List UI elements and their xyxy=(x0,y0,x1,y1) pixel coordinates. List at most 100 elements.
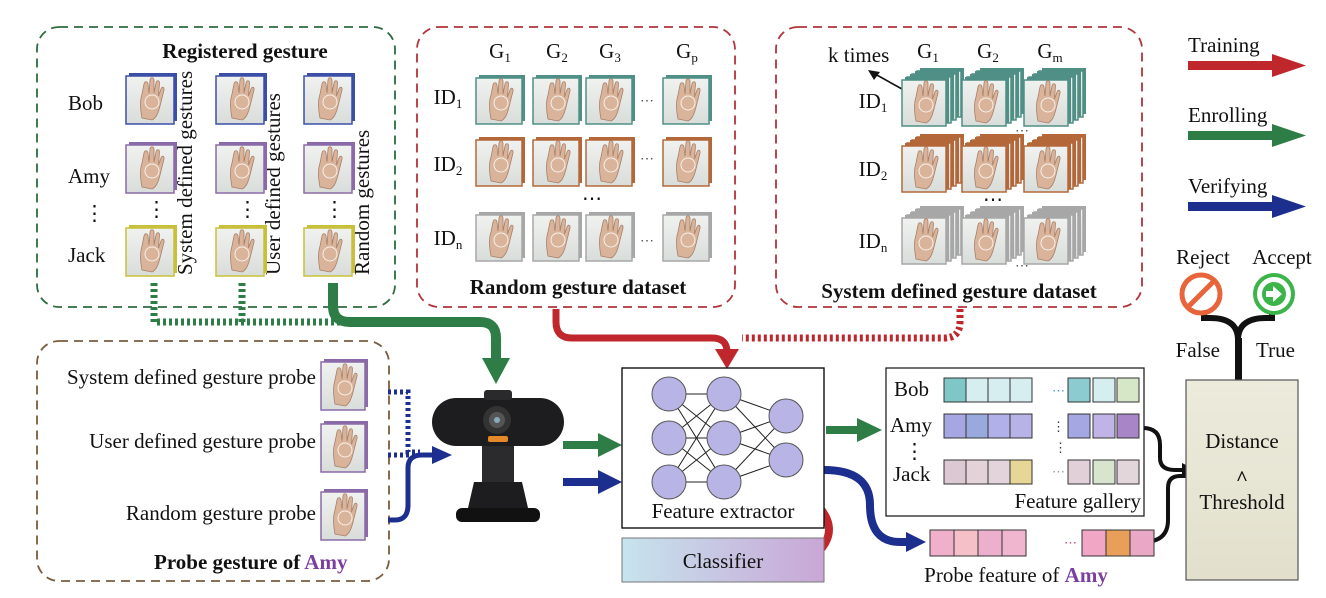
gallery-ellipsis-mid: ⋮ xyxy=(1054,440,1067,455)
probe-feature-cell xyxy=(1105,529,1131,557)
col-ellipsis-1: ⋮ xyxy=(146,197,167,221)
gallery-ellipsis-jack: ⋯ xyxy=(1052,464,1065,479)
feature-cell xyxy=(1009,459,1033,485)
feature-cell xyxy=(1116,377,1140,403)
probe-feature-ellipsis: ⋯ xyxy=(1064,535,1077,550)
feature-extractor: Feature extractor xyxy=(621,367,825,529)
probe-title: Probe gesture of Amy xyxy=(154,550,348,574)
feature-cell xyxy=(1067,459,1091,485)
feature-cell xyxy=(1092,459,1116,485)
registered-thumb xyxy=(303,225,355,277)
system-thumb xyxy=(961,215,1009,265)
probe-thumb xyxy=(320,359,368,411)
feature-cell xyxy=(1009,413,1033,439)
random-thumb xyxy=(585,212,635,262)
gallery-ellipsis-bob: ⋯ xyxy=(1052,383,1065,398)
user-ellipsis: ⋮ xyxy=(84,201,105,225)
feature-cell xyxy=(1067,413,1091,439)
probe-feature: ⋯ Probe feature of Amy xyxy=(924,529,1155,587)
system-col-dots: ⋯ xyxy=(983,189,1003,211)
registered-thumb xyxy=(215,73,267,125)
system-dataset-title: System defined gesture dataset xyxy=(821,279,1097,303)
feature-cell xyxy=(965,377,989,403)
registered-thumb xyxy=(215,225,267,277)
compare-symbol: ^ xyxy=(1236,466,1248,490)
k-times-label: k times xyxy=(828,43,889,67)
random-dataset-title: Random gesture dataset xyxy=(470,275,687,299)
network-node xyxy=(651,464,687,500)
registered-gesture-panel: Registered gesture Bob Amy ⋮ Jack System… xyxy=(36,26,396,308)
random-row-dots-1: ⋯ xyxy=(640,94,654,109)
probe-feature-label: Probe feature of Amy xyxy=(924,563,1108,587)
system-row-dots-1: ⋯ xyxy=(1015,124,1029,139)
legend-training-arrow xyxy=(1188,54,1306,77)
random-id-label: ID1 xyxy=(434,85,463,111)
gallery-user-amy: Amy xyxy=(890,413,933,437)
gallery-ellipsis-amy: ⋮ xyxy=(1052,419,1065,434)
feature-cell xyxy=(943,377,967,403)
network-node xyxy=(768,398,804,434)
col-ellipsis-3: ⋮ xyxy=(324,197,345,221)
probe-feature-cell xyxy=(929,529,955,557)
feature-cell xyxy=(943,459,967,485)
registered-thumb xyxy=(215,142,267,194)
feature-cell xyxy=(965,413,989,439)
probe-random-label: Random gesture probe xyxy=(126,501,316,525)
flow-connectors xyxy=(150,283,1281,566)
random-thumb xyxy=(532,75,582,125)
probe-feature-cell xyxy=(1081,529,1107,557)
false-label: False xyxy=(1176,338,1220,362)
gallery-user-jack: Jack xyxy=(893,462,931,486)
system-id-label: IDn xyxy=(859,229,888,255)
system-thumb xyxy=(1023,77,1071,127)
probe-feature-cell xyxy=(953,529,979,557)
random-thumb xyxy=(475,212,525,262)
random-thumb xyxy=(475,137,525,187)
probe-thumbnails xyxy=(320,359,368,541)
registered-thumb xyxy=(125,225,177,277)
user-jack: Jack xyxy=(68,243,106,267)
feature-cell xyxy=(1092,413,1116,439)
random-thumb xyxy=(662,212,712,262)
legend-enrolling-arrow xyxy=(1188,124,1306,147)
accept-icon xyxy=(1253,273,1295,315)
feature-cell xyxy=(1116,459,1140,485)
classifier-label: Classifier xyxy=(683,549,763,573)
random-thumb xyxy=(532,137,582,187)
legend-training-label: Training xyxy=(1188,33,1260,57)
col-ellipsis-2: ⋮ xyxy=(237,197,258,221)
feature-cell xyxy=(1092,377,1116,403)
random-thumb xyxy=(475,75,525,125)
system-thumb xyxy=(901,215,949,265)
reject-label: Reject xyxy=(1176,245,1230,269)
random-id-label: IDn xyxy=(434,226,463,252)
system-thumb xyxy=(961,77,1009,127)
webcam-icon xyxy=(432,390,564,522)
feature-gallery: Bob Amy ⋮ Jack ⋯ ⋮ ⋮ ⋯ Feature gallery xyxy=(885,367,1145,517)
network-node xyxy=(651,420,687,456)
network-node xyxy=(768,442,804,478)
k-times-arrow xyxy=(868,70,903,90)
feature-cell xyxy=(987,459,1011,485)
legend: Training Enrolling Verifying xyxy=(1188,33,1306,218)
random-row-dots-2: ⋯ xyxy=(640,152,654,167)
feature-cell xyxy=(1116,413,1140,439)
feature-extractor-label: Feature extractor xyxy=(652,499,795,523)
classifier-box: Classifier xyxy=(621,537,825,583)
system-thumbnails xyxy=(901,68,1086,265)
threshold-label: Threshold xyxy=(1199,490,1285,514)
gallery-user-bob: Bob xyxy=(894,377,929,401)
random-id-label: ID2 xyxy=(434,152,463,178)
feature-cell xyxy=(943,413,967,439)
network-node xyxy=(651,376,687,412)
feature-cell xyxy=(987,377,1011,403)
system-gesture-header: G1 xyxy=(917,39,939,65)
probe-thumb xyxy=(320,489,368,541)
true-label: True xyxy=(1256,338,1295,362)
random-gesture-header: G3 xyxy=(599,39,621,65)
probe-user-label: User defined gesture probe xyxy=(89,429,316,453)
probe-feature-cells xyxy=(929,529,1155,557)
